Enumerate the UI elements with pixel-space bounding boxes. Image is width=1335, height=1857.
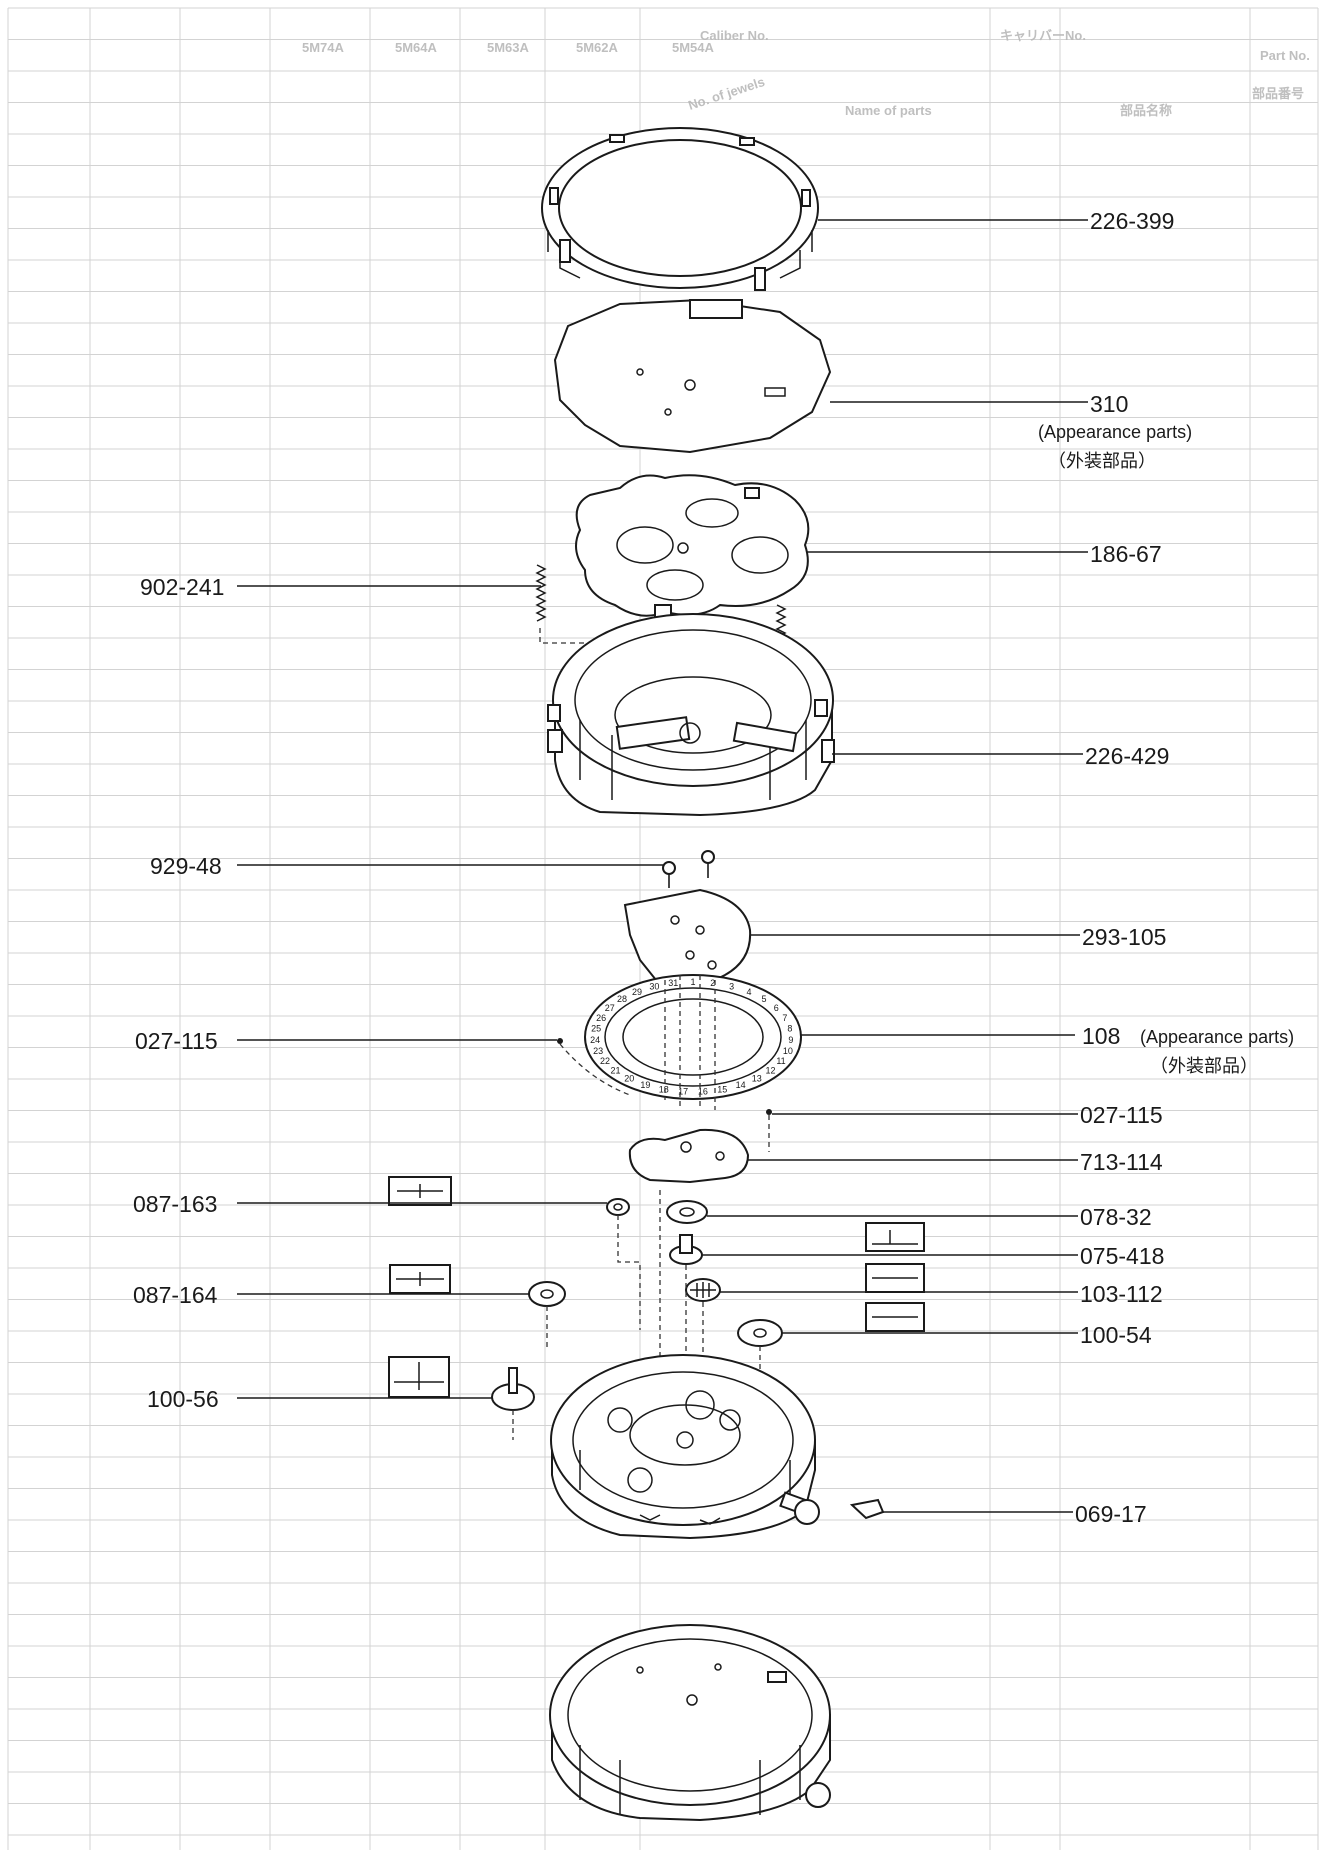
date-numeral: 15	[717, 1085, 727, 1095]
part-087-163-wheel	[606, 1198, 641, 1330]
caliber-0: 5M74A	[302, 40, 345, 55]
date-numeral: 29	[632, 987, 642, 997]
date-numeral: 26	[596, 1013, 606, 1023]
label-108-note-ja: （外装部品）	[1150, 1056, 1258, 1076]
label-108-note-en: (Appearance parts)	[1140, 1027, 1294, 1047]
label-310: 310	[1090, 391, 1128, 417]
date-numeral: 18	[659, 1085, 669, 1095]
date-numeral: 6	[774, 1003, 779, 1013]
part-226-399-ring	[541, 127, 819, 291]
part-713-114-lever	[628, 1128, 750, 1184]
label-100-56: 100-56	[147, 1386, 219, 1412]
label-027-115-right: 027-115	[1080, 1102, 1163, 1128]
part-087-163-thumbnail	[388, 1176, 452, 1206]
date-numeral: 11	[776, 1056, 785, 1066]
part-103-112-wheel	[685, 1278, 721, 1302]
header-name-of-parts-ja: 部品名称	[1120, 103, 1172, 118]
label-310-note-ja: （外装部品）	[1048, 451, 1156, 471]
date-numeral: 16	[698, 1087, 708, 1097]
label-075-418: 075-418	[1080, 1243, 1164, 1269]
part-movement-body	[550, 1354, 820, 1540]
label-087-163: 087-163	[133, 1191, 217, 1217]
date-numeral: 31	[668, 978, 678, 988]
label-929-48: 929-48	[150, 853, 222, 879]
date-numeral: 5	[761, 994, 766, 1004]
date-numeral: 3	[729, 982, 734, 992]
label-226-399: 226-399	[1090, 208, 1174, 234]
part-069-17-clip	[849, 1498, 885, 1520]
label-902-241: 902-241	[140, 574, 224, 600]
header-no-of-jewels: No. of jewels	[686, 74, 766, 113]
label-078-32: 078-32	[1080, 1204, 1152, 1230]
part-lower-plate	[549, 1624, 831, 1822]
date-numeral: 22	[600, 1056, 610, 1066]
date-numeral: 9	[788, 1035, 793, 1045]
date-numeral: 23	[593, 1046, 603, 1056]
label-100-54: 100-54	[1080, 1322, 1152, 1348]
date-numeral: 12	[765, 1066, 775, 1076]
part-number-labels: 226-399 310 (Appearance parts) （外装部品） 18…	[133, 208, 1294, 1527]
caliber-3: 5M62A	[576, 40, 619, 55]
part-929-48-screws	[662, 850, 715, 888]
leader-lines	[237, 219, 1088, 1513]
header-part-no: Part No.	[1260, 48, 1310, 63]
label-087-164: 087-164	[133, 1282, 218, 1308]
label-293-105: 293-105	[1082, 924, 1166, 950]
header-part-no-ja: 部品番号	[1252, 86, 1304, 101]
date-numeral: 25	[591, 1024, 601, 1034]
part-100-56-wheel	[491, 1367, 535, 1411]
part-078-32-washer	[666, 1200, 708, 1224]
part-087-164-thumbnail	[389, 1264, 451, 1294]
label-310-note-en: (Appearance parts)	[1038, 422, 1192, 442]
label-108: 108	[1082, 1023, 1120, 1049]
part-027-115-dots	[557, 1038, 772, 1152]
date-numeral: 24	[590, 1035, 600, 1045]
part-075-418-hour-wheel	[669, 1234, 703, 1265]
part-100-54-wheel	[737, 1319, 783, 1347]
header-caliber-no: Caliber No.	[700, 28, 769, 43]
caliber-2: 5M63A	[487, 40, 530, 55]
date-numeral: 4	[746, 987, 751, 997]
date-numeral: 14	[736, 1080, 746, 1090]
part-226-429-frame	[547, 613, 835, 817]
date-numeral: 17	[678, 1087, 688, 1097]
part-310-plate	[553, 298, 832, 454]
label-186-67: 186-67	[1090, 541, 1162, 567]
label-069-17: 069-17	[1075, 1501, 1147, 1527]
label-103-112: 103-112	[1080, 1281, 1163, 1307]
date-numeral: 20	[624, 1074, 634, 1084]
date-numeral: 27	[605, 1003, 615, 1013]
date-numeral: 28	[617, 994, 627, 1004]
caliber-4: 5M54A	[672, 40, 715, 55]
label-027-115-left: 027-115	[135, 1028, 218, 1054]
part-103-112-thumbnail	[865, 1263, 925, 1293]
date-numeral: 1	[690, 977, 695, 987]
label-226-429: 226-429	[1085, 743, 1169, 769]
part-075-418-thumbnail	[865, 1222, 925, 1252]
date-numeral: 21	[610, 1066, 620, 1076]
date-numeral: 8	[787, 1024, 792, 1034]
part-100-54-thumbnail	[865, 1302, 925, 1332]
date-numeral: 10	[783, 1046, 793, 1056]
faint-table-header: Part No. 部品番号 Caliber No. キャリバーNo. Name …	[8, 7, 1318, 118]
date-numeral: 7	[782, 1013, 787, 1023]
part-186-67-gasket	[575, 474, 810, 622]
label-713-114: 713-114	[1080, 1149, 1163, 1175]
date-numeral: 30	[649, 982, 659, 992]
date-numeral: 19	[640, 1080, 650, 1090]
header-name-of-parts: Name of parts	[845, 103, 932, 118]
part-100-56-thumbnail	[388, 1356, 450, 1398]
part-087-164-wheel	[528, 1281, 566, 1350]
header-caliber-ja: キャリバーNo.	[1000, 28, 1086, 43]
date-numeral: 2	[710, 978, 715, 988]
date-numeral: 13	[752, 1074, 762, 1084]
caliber-1: 5M64A	[395, 40, 438, 55]
